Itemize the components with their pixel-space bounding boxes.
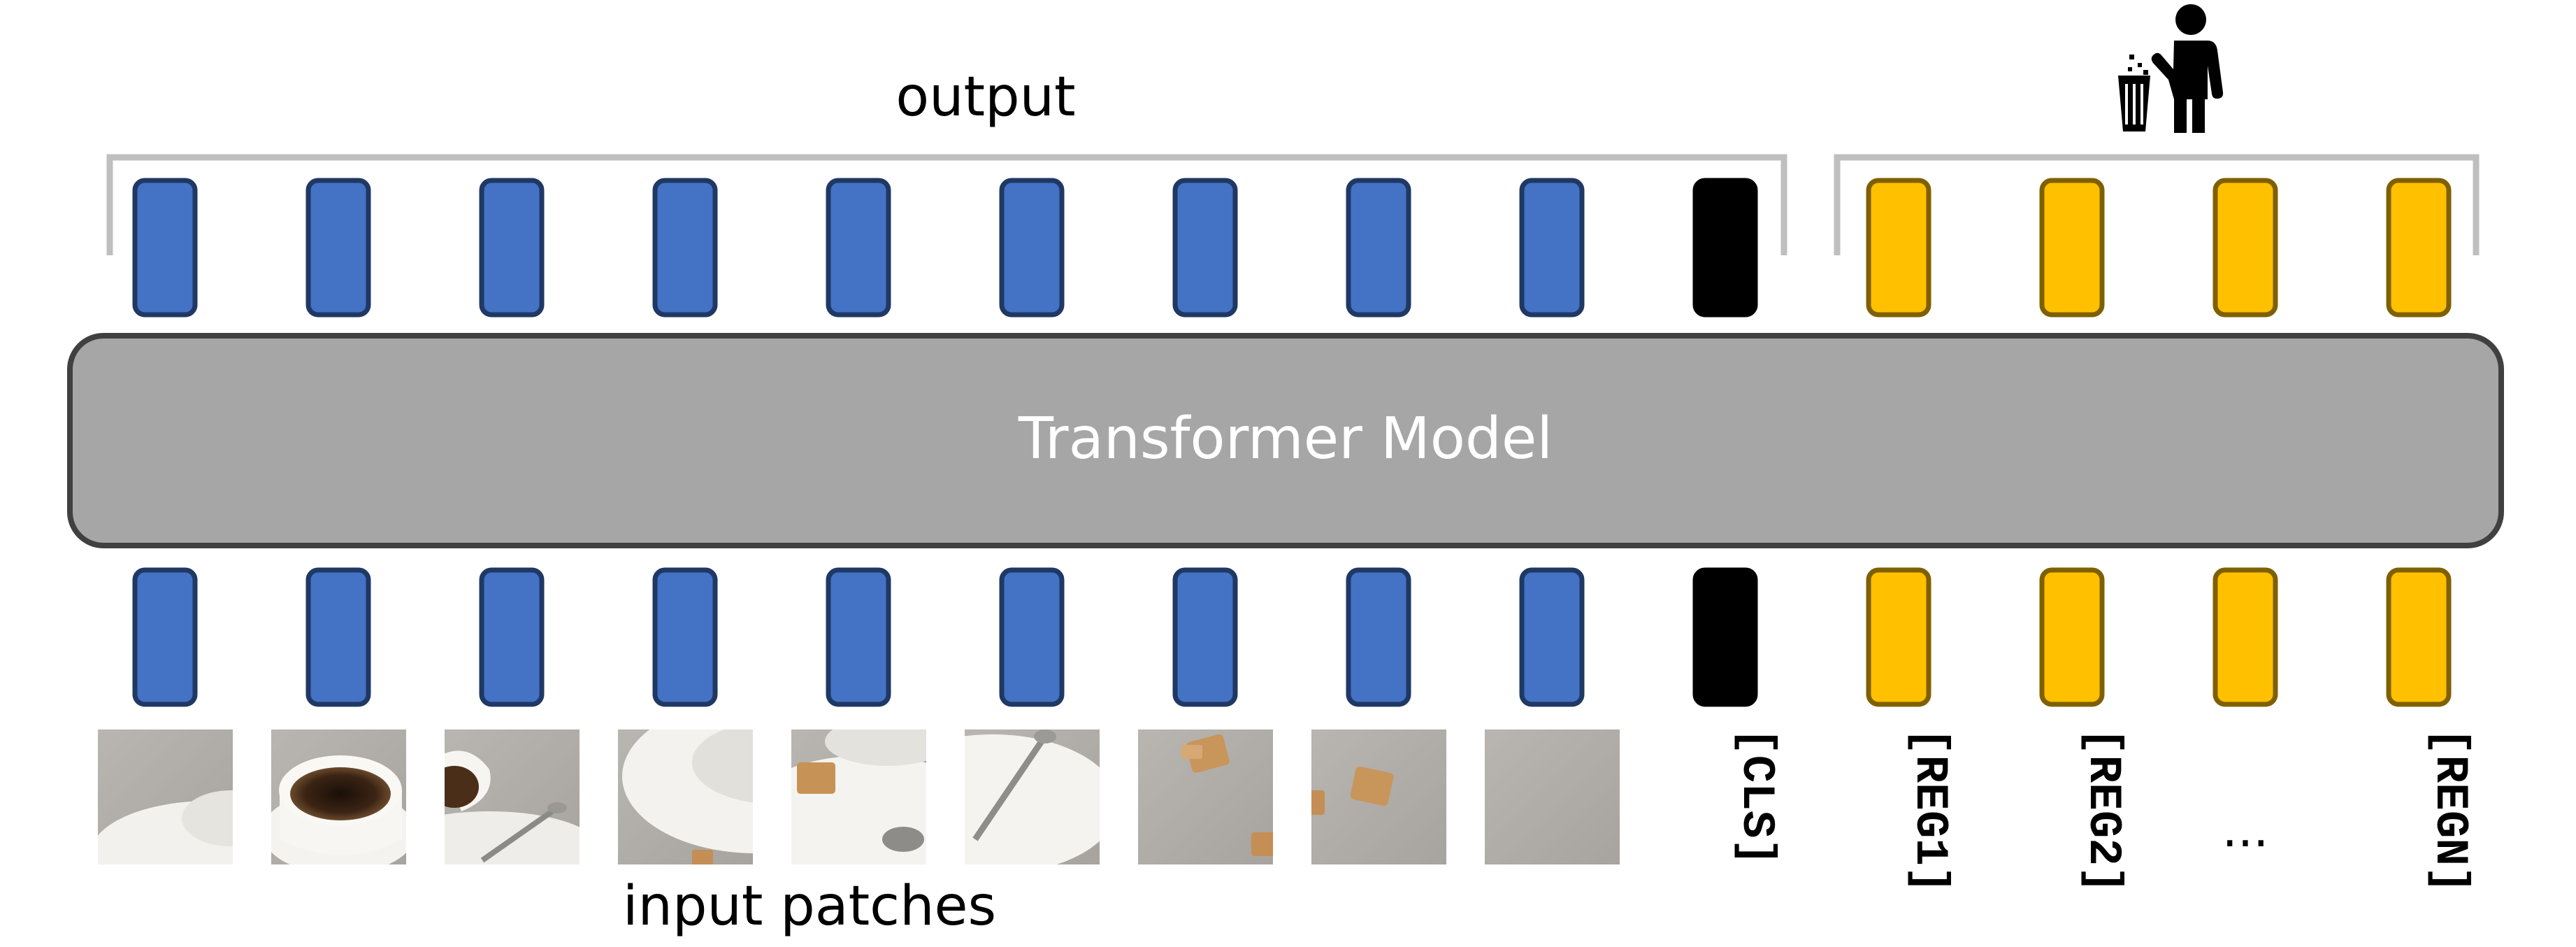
transformer-model-label: Transformer Model [1018,406,1553,472]
input-patch-token [1172,567,1238,707]
output-patch-token [305,178,371,318]
ellipsis-label: ... [2222,801,2269,858]
image-patch [618,729,753,864]
input-patches-label: input patches [623,875,996,938]
output-label: output [895,66,1075,129]
output-patch-token [1346,178,1411,318]
image-patch [98,729,233,864]
output-patch-token [999,178,1065,318]
reg2-token-label: [REG2] [2077,727,2129,894]
image-patch [1485,729,1620,864]
image-patch [271,729,406,864]
image-patches [98,729,1620,864]
input-patch-token [1519,567,1585,707]
transformer-model-box [67,333,2504,548]
input-patch-token [479,567,545,707]
input-tokens [132,567,2452,707]
output-patch-token [1172,178,1238,318]
input-cls-token [1692,567,1758,707]
image-patch [1311,729,1446,864]
cls-token-label: [CLS] [1730,727,1783,866]
output-register-token [1866,178,1931,318]
image-patch [965,729,1100,864]
output-patch-token [132,178,198,318]
output-register-token [2039,178,2105,318]
discard-bracket [1834,154,2480,255]
output-patch-token [652,178,718,318]
output-tokens [132,178,2452,318]
input-register-token [1866,567,1931,707]
output-patch-token [1519,178,1585,318]
regn-token-label: [REGN] [2424,727,2476,894]
input-patch-token [1346,567,1411,707]
output-patch-token [826,178,891,318]
output-patch-token [479,178,545,318]
input-patch-token [652,567,718,707]
input-patch-token [826,567,891,707]
output-register-token [2386,178,2452,318]
input-register-token [2212,567,2278,707]
output-cls-token [1692,178,1758,318]
input-patch-token [132,567,198,707]
person-trash-icon [2118,4,2224,133]
input-patch-token [305,567,371,707]
output-bracket [106,154,1787,255]
image-patch [1138,729,1273,864]
image-patch [445,729,580,864]
input-register-token [2386,567,2452,707]
image-patch [791,729,926,864]
reg1-token-label: [REG1] [1904,727,1956,894]
special-token-labels: [CLS] [REG1] [REG2] ... [REGN] [1730,727,2476,894]
input-patch-token [999,567,1065,707]
input-register-token [2039,567,2105,707]
output-register-token [2212,178,2278,318]
